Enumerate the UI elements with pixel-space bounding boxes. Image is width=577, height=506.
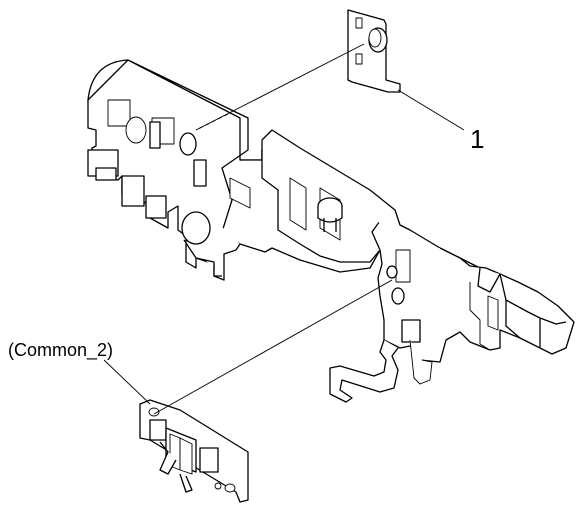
plate-item-1 (347, 9, 401, 93)
leader-lines (103, 43, 465, 415)
callout-label-item-1: 1 (470, 124, 485, 154)
sensor-board-common-2 (139, 399, 249, 503)
main-bracket (87, 59, 575, 403)
callout-label-common-2: (Common_2) (8, 340, 114, 360)
